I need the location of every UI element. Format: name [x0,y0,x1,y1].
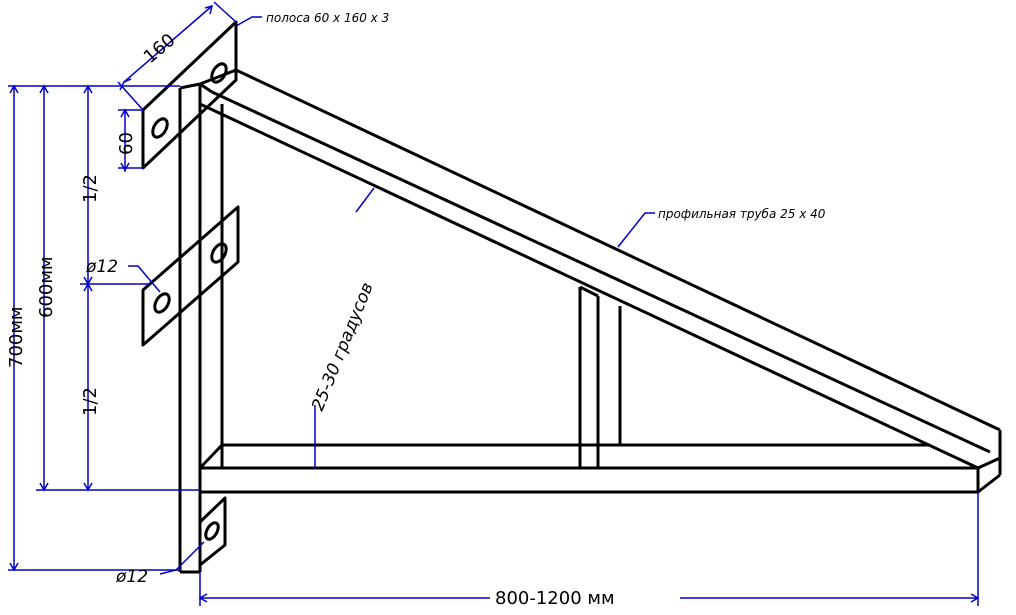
angle-leader-top [355,187,375,213]
hole-upper-leader [128,265,161,293]
dim-halves [80,84,200,492]
dim-half-lower-text: 1/2 [80,387,101,416]
bracket-structure [141,20,1002,574]
top-mounting-plate [141,20,238,170]
plate-label: полоса 60 x 160 x 3 [266,11,389,25]
dimension-lines [8,1,980,606]
dim-half-upper-text: 1/2 [80,174,101,203]
dim-height-600 [36,84,80,492]
dim-height-700 [8,84,180,572]
dim-height-700-text: 700мм [6,306,27,368]
dim-length-text: 800-1200 мм [495,588,615,609]
plate-leader [235,16,262,27]
horizontal-beam [198,443,978,494]
bottom-mounting-plate [198,496,227,567]
dim-plate-width-text: 60 [116,132,137,155]
dim-plate-width [118,108,143,172]
dim-length [198,492,980,606]
hole-lower-leader [159,541,205,575]
dim-plate-length-text: 160 [140,30,180,68]
dim-height-600-text: 600мм [36,256,57,318]
tube-leader [617,212,655,248]
hole-lower-text: ø12 [115,567,148,587]
middle-strut [578,285,622,468]
tube-label: профильная труба 25 x 40 [658,207,826,221]
diagonal-tube [198,68,1002,494]
hole-upper-text: ø12 [85,257,118,277]
vertical-post [178,82,224,574]
middle-mounting-plate [141,205,240,347]
angle-label: 25-30 градусов [308,280,378,414]
